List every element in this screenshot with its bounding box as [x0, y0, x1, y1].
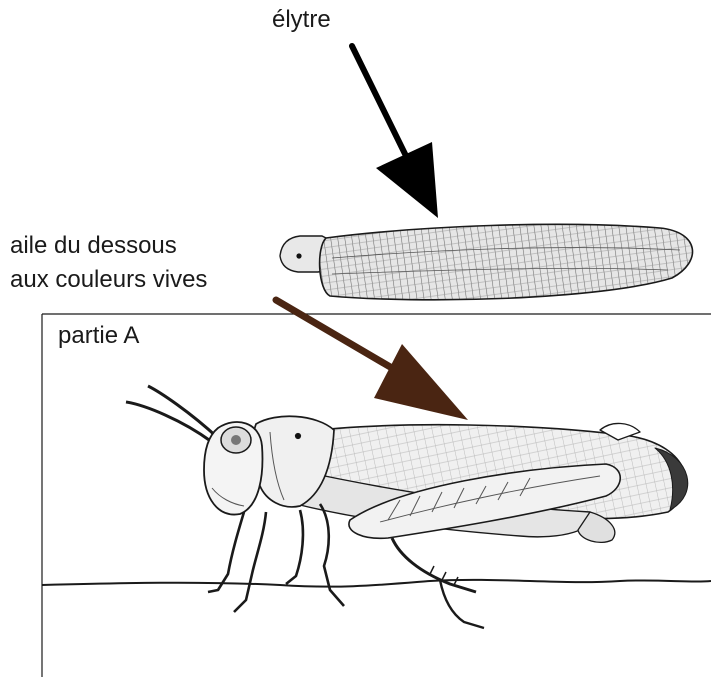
ground-line	[42, 580, 711, 587]
elytre-label: élytre	[272, 6, 331, 34]
partie-a-label: partie A	[58, 322, 139, 350]
aile-label-line-2: aux couleurs vives	[10, 266, 207, 294]
grasshopper-illustration	[126, 386, 688, 628]
elytron-illustration	[280, 224, 693, 299]
aile-label-line-1: aile du dessous	[10, 232, 177, 260]
elytre-arrow	[352, 46, 438, 218]
wing-arrow	[276, 300, 468, 420]
